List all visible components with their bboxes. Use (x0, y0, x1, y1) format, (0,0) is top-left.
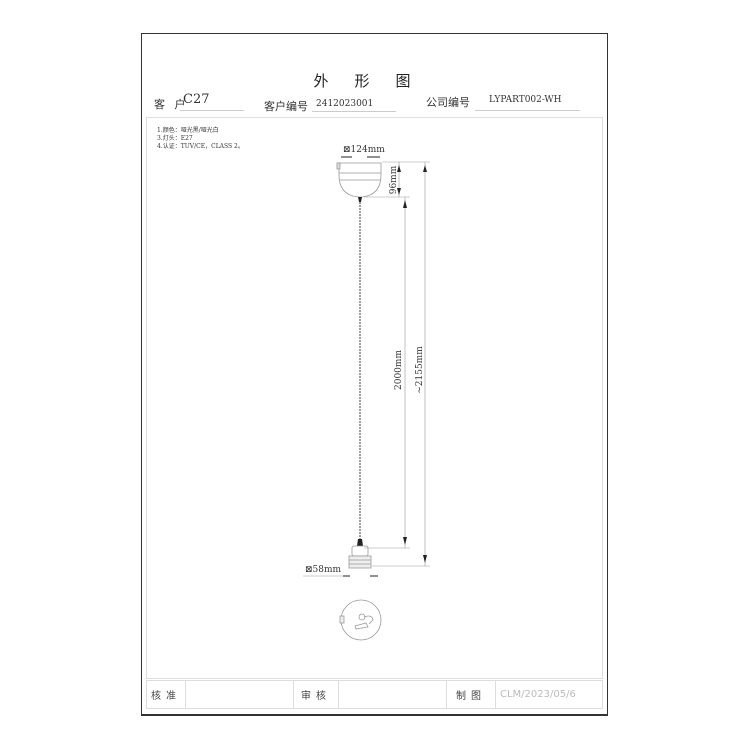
customer-underline (180, 110, 244, 111)
approve-field[interactable] (186, 681, 294, 708)
socket-icon (348, 545, 372, 569)
approval-table: 核准 审核 制图 CLM/2023/05/6 (146, 680, 603, 709)
company-no-label: 公司编号 (426, 96, 470, 109)
drawing-title: 外形图 (313, 72, 437, 90)
company-no-value: LYPART002-WH (489, 95, 562, 105)
top-view-icon (339, 599, 382, 641)
socket-diameter-label: ⊠58mm (305, 565, 342, 575)
drawing-area (146, 117, 603, 679)
review-field[interactable] (339, 681, 447, 708)
canopy-height-label: 96mm (389, 165, 399, 195)
canopy-icon (336, 162, 382, 198)
drawn-field[interactable]: CLM/2023/05/6 (500, 689, 576, 700)
drawn-label: 制图 (447, 681, 496, 708)
company-no-underline (475, 110, 580, 111)
spec-notes: 1.颜色：哑光黑/哑光白 3.灯头：E27 4.认证：TUV/CE，CLASS … (157, 127, 244, 151)
total-length-label: ~2155mm (415, 346, 425, 394)
customer-no-underline (312, 111, 396, 112)
note-certification: 4.认证：TUV/CE，CLASS 2。 (157, 143, 244, 150)
review-label: 审核 (294, 681, 339, 708)
cable-length-label: 2000mm (394, 350, 404, 390)
approve-label: 核准 (147, 681, 186, 708)
customer-value: C27 (183, 92, 210, 107)
note-color: 1.颜色：哑光黑/哑光白 (157, 127, 219, 134)
drawing-frame (141, 33, 608, 716)
note-socket: 3.灯头：E27 (157, 135, 193, 142)
customer-label: 客 户 (154, 98, 189, 111)
canopy-diameter-label: ⊠124mm (343, 145, 385, 155)
customer-no-value: 2412023001 (316, 99, 374, 109)
customer-no-label: 客户编号 (264, 100, 308, 113)
